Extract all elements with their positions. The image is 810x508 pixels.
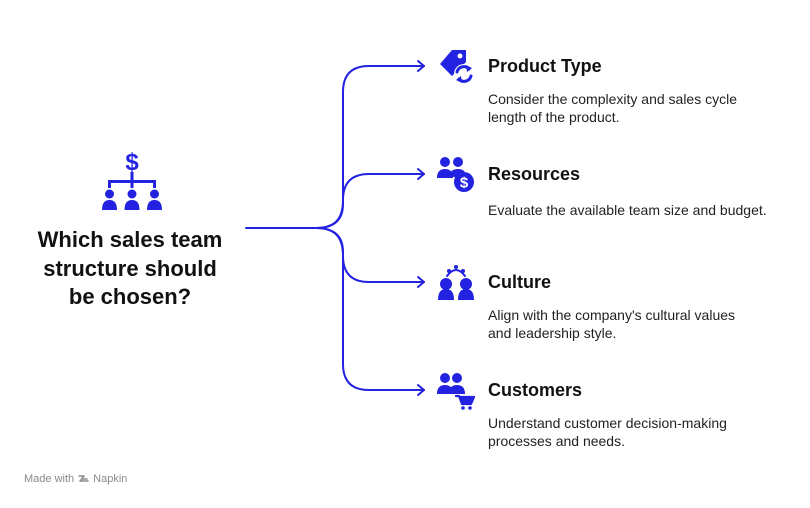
branch-desc-customers: Understand customer decision-making proc… <box>488 415 788 450</box>
branch-title-resources: Resources <box>488 164 581 184</box>
arrowhead-culture <box>417 276 425 288</box>
branch-title-product-type: Product Type <box>488 56 602 76</box>
people-culture-icon <box>438 265 474 300</box>
branch-desc-resources: Evaluate the available team size and bud… <box>488 202 808 220</box>
desc-line: and leadership style. <box>488 324 617 341</box>
connector-culture <box>315 227 425 283</box>
central-question: Which sales team structure should be cho… <box>20 226 240 312</box>
svg-text:$: $ <box>460 175 469 192</box>
question-line-2: structure should <box>43 255 217 281</box>
footer-brand: Napkin <box>93 473 128 485</box>
branch-desc-product-type: Consider the complexity and sales cycle … <box>488 91 788 126</box>
desc-line: length of the product. <box>488 108 620 125</box>
napkin-logo-icon <box>78 475 89 482</box>
customers-cart-icon <box>437 373 476 410</box>
desc-line: processes and needs. <box>488 432 625 449</box>
branch-title-customers: Customers <box>488 380 583 400</box>
made-with-napkin-footer[interactable]: Made with Napkin <box>24 473 127 485</box>
arrowhead-resources <box>417 168 425 180</box>
desc-line: Consider the complexity and sales cycle <box>488 91 738 107</box>
arrowhead-product-type <box>417 60 425 72</box>
arrowhead-customers <box>417 384 425 396</box>
desc-line: Evaluate the available team size and bud… <box>488 202 767 218</box>
team-budget-icon: $ <box>437 157 474 192</box>
sales-hierarchy-icon: $ <box>102 149 162 210</box>
desc-line: Understand customer decision-making <box>488 415 727 431</box>
branch-desc-culture: Align with the company's cultural values… <box>488 307 788 342</box>
price-tag-refresh-icon <box>440 50 474 84</box>
question-line-1: Which sales team <box>37 227 223 252</box>
connector-product-type <box>315 65 425 229</box>
connector-resources <box>315 173 425 229</box>
question-line-3: be chosen? <box>68 284 192 309</box>
svg-text:$: $ <box>125 149 139 176</box>
branch-title-culture: Culture <box>488 272 551 292</box>
connector-customers <box>315 227 425 391</box>
desc-line: Align with the company's cultural values <box>488 307 736 323</box>
footer-prefix: Made with <box>24 473 75 485</box>
